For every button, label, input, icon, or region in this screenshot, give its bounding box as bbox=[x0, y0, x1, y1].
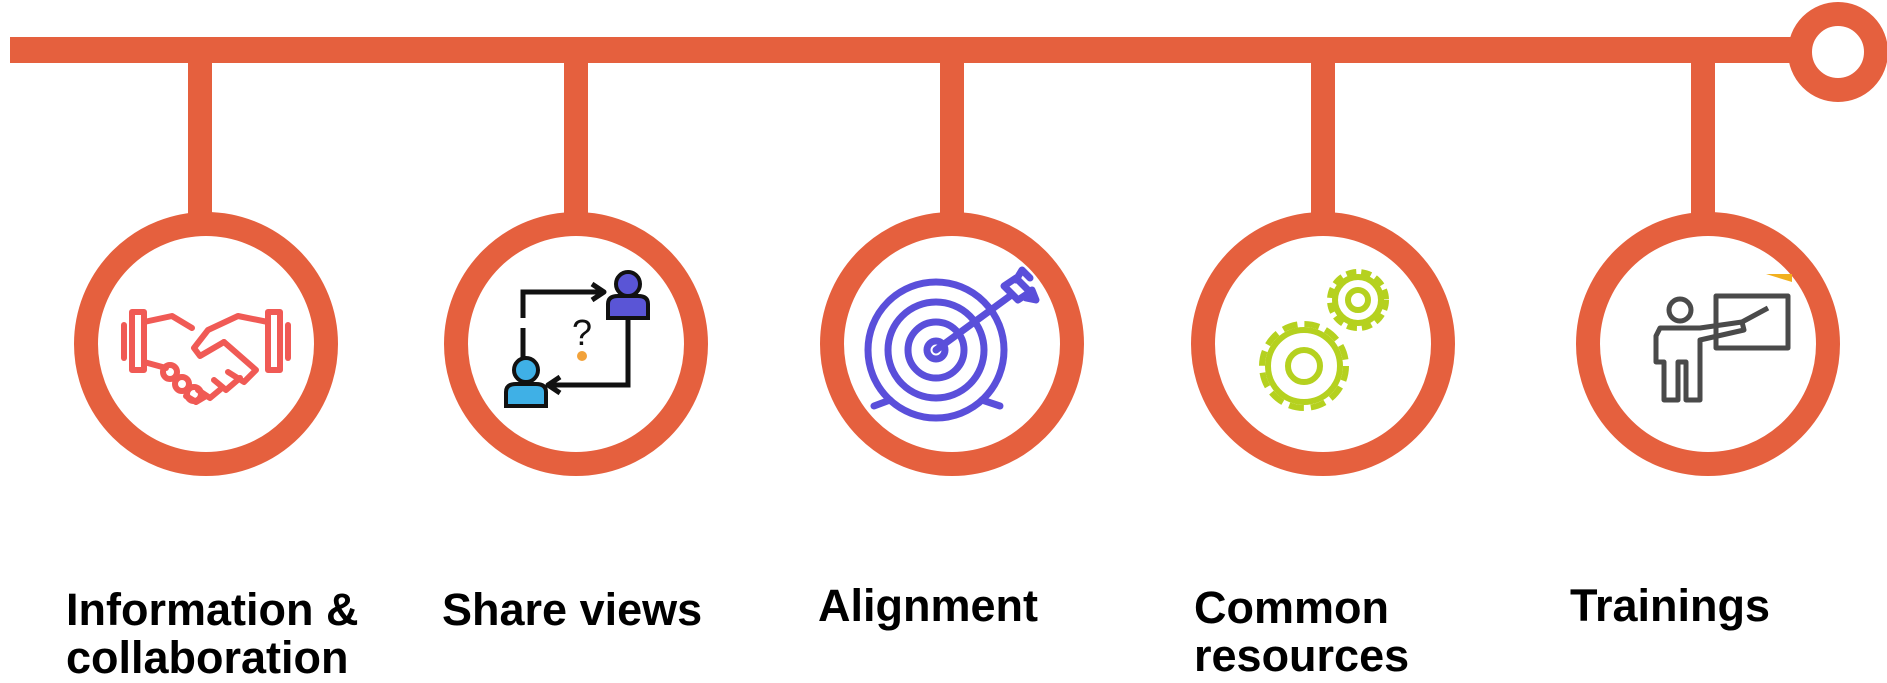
step-label-2: Share views bbox=[442, 586, 702, 634]
step-circle-5 bbox=[1576, 212, 1840, 476]
target-icon bbox=[864, 266, 1040, 422]
step-label-5: Trainings bbox=[1570, 582, 1770, 630]
person-dark-icon bbox=[606, 270, 650, 320]
presenter-icon bbox=[1653, 293, 1791, 403]
share-views-icon bbox=[504, 270, 650, 408]
step-label-1: Information & collaboration bbox=[66, 586, 358, 682]
person-light-icon bbox=[504, 356, 548, 408]
step-label-5-line-1: Trainings bbox=[1570, 580, 1771, 631]
step-label-3-line-1: Alignment bbox=[818, 580, 1038, 631]
step-label-4: Common resources bbox=[1194, 584, 1409, 680]
presenter-accent bbox=[1766, 274, 1792, 282]
step-label-4-line-1: Common bbox=[1194, 582, 1389, 633]
step-circle-1 bbox=[74, 212, 338, 476]
step-circle-4 bbox=[1191, 212, 1455, 476]
question-mark: ? bbox=[572, 312, 592, 353]
step-label-1-line-2: collaboration bbox=[66, 632, 349, 683]
question-dot bbox=[577, 351, 587, 361]
timeline-end-ring bbox=[1788, 2, 1887, 102]
gears-icon bbox=[1259, 269, 1389, 411]
step-label-3: Alignment bbox=[818, 582, 1038, 630]
handshake-icon bbox=[121, 309, 291, 405]
step-label-4-line-2: resources bbox=[1194, 630, 1410, 681]
step-label-2-line-1: Share views bbox=[442, 584, 703, 635]
step-label-1-line-1: Information & bbox=[66, 584, 359, 635]
